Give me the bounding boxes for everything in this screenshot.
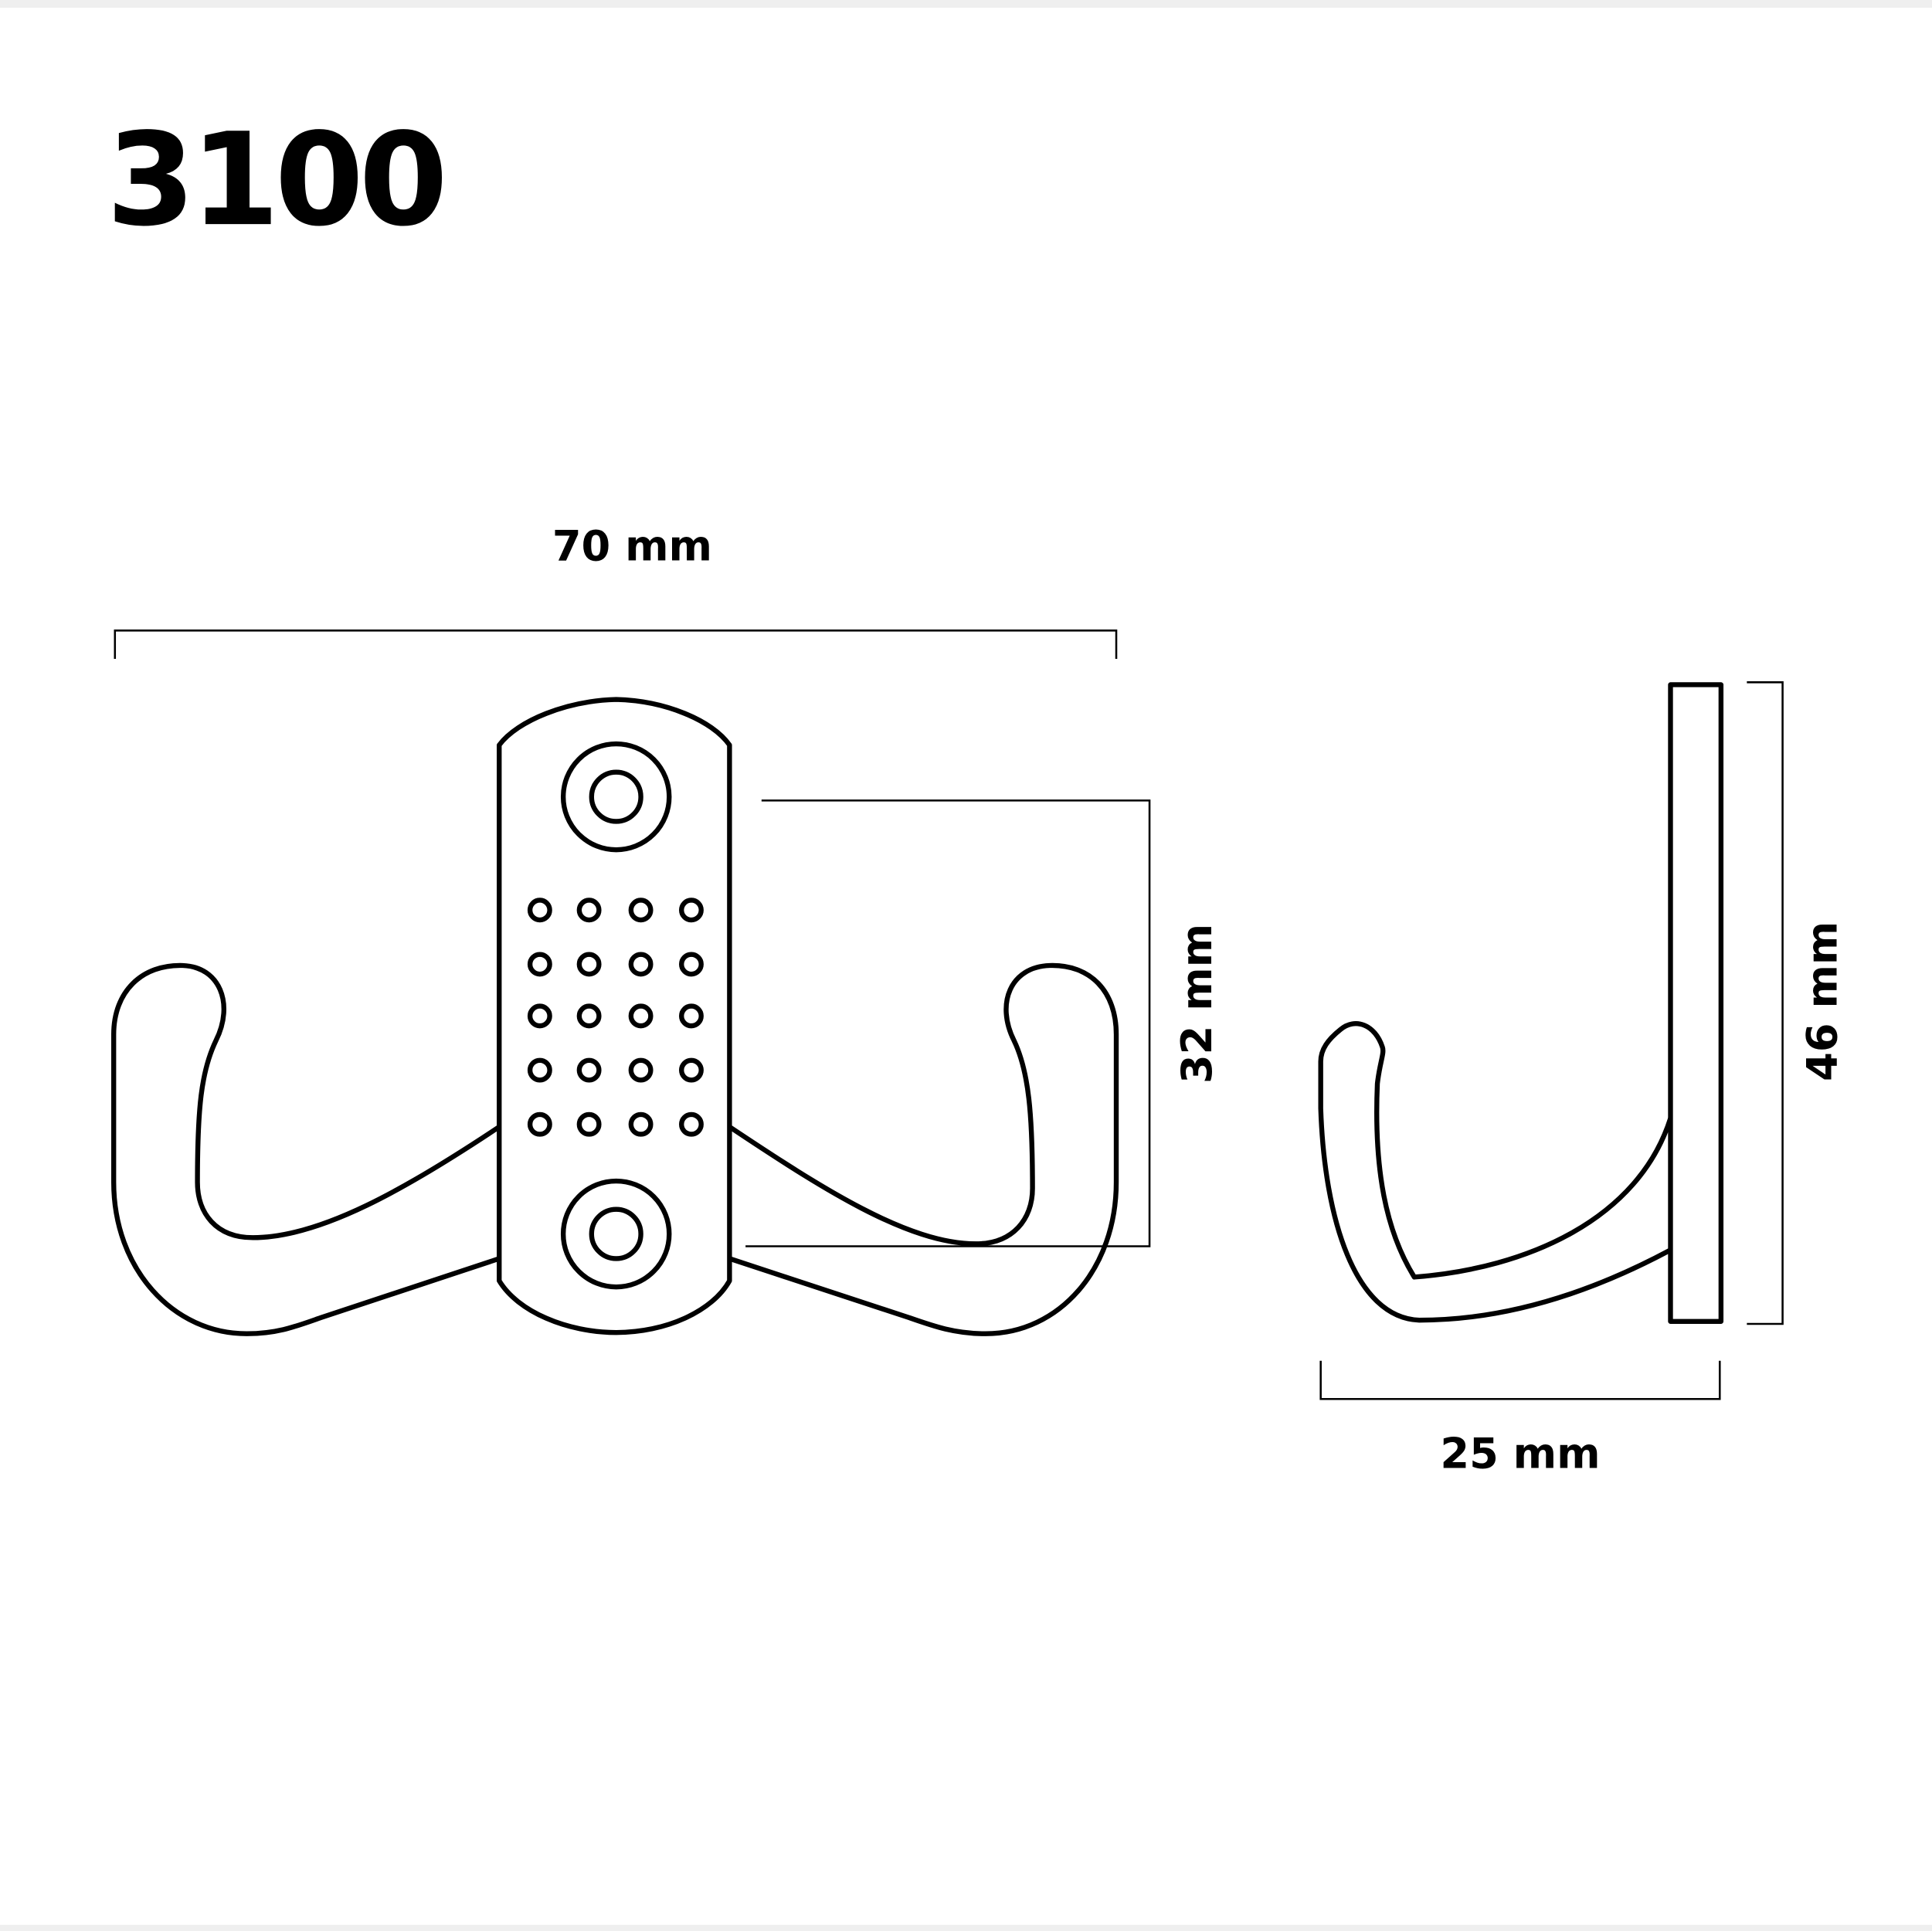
decorative-dot bbox=[679, 1111, 704, 1137]
decorative-dot bbox=[527, 952, 552, 977]
decorative-dot bbox=[527, 1003, 552, 1029]
decorative-dot bbox=[628, 1057, 654, 1083]
back-plate bbox=[497, 697, 732, 1335]
dimension-hole-spacing: 32 mm bbox=[745, 799, 1221, 1247]
dimension-hole-spacing-label: 32 mm bbox=[1173, 924, 1221, 1084]
dimension-depth-label: 25 mm bbox=[1440, 1430, 1600, 1478]
side-view bbox=[1318, 682, 1724, 1324]
decorative-dot bbox=[576, 1057, 602, 1083]
decorative-dot bbox=[527, 898, 552, 923]
decorative-dots bbox=[527, 898, 704, 1137]
decorative-dot bbox=[628, 898, 654, 923]
screw-hole-bottom-outer bbox=[560, 1178, 672, 1290]
decorative-dot bbox=[576, 952, 602, 977]
screw-hole-bottom-inner bbox=[589, 1206, 643, 1261]
decorative-dot bbox=[576, 898, 602, 923]
dimension-depth: 25 mm bbox=[1319, 1360, 1721, 1478]
decorative-dot bbox=[628, 952, 654, 977]
product-code: 3100 bbox=[107, 106, 443, 255]
decorative-dot bbox=[628, 1003, 654, 1029]
decorative-dot bbox=[679, 898, 704, 923]
screw-hole-top-outer bbox=[560, 741, 672, 853]
dimension-width: 70 mm bbox=[114, 521, 1118, 659]
side-hook bbox=[1318, 1021, 1673, 1323]
bottom-border bbox=[0, 1925, 1932, 1931]
decorative-dot bbox=[679, 1057, 704, 1083]
decorative-dot bbox=[576, 1111, 602, 1137]
front-view bbox=[110, 697, 1119, 1336]
dimension-height: 46 mm bbox=[1747, 681, 1847, 1325]
decorative-dot bbox=[628, 1111, 654, 1137]
dimension-width-label: 70 mm bbox=[552, 521, 712, 570]
decorative-dot bbox=[679, 1003, 704, 1029]
right-hook bbox=[727, 962, 1119, 1336]
decorative-dot bbox=[576, 1003, 602, 1029]
decorative-dot bbox=[527, 1111, 552, 1137]
top-border bbox=[0, 0, 1932, 8]
left-hook bbox=[110, 962, 502, 1336]
screw-hole-top-inner bbox=[589, 769, 643, 824]
side-plate bbox=[1668, 682, 1724, 1324]
dimension-height-label: 46 mm bbox=[1798, 921, 1847, 1081]
decorative-dot bbox=[527, 1057, 552, 1083]
decorative-dot bbox=[679, 952, 704, 977]
